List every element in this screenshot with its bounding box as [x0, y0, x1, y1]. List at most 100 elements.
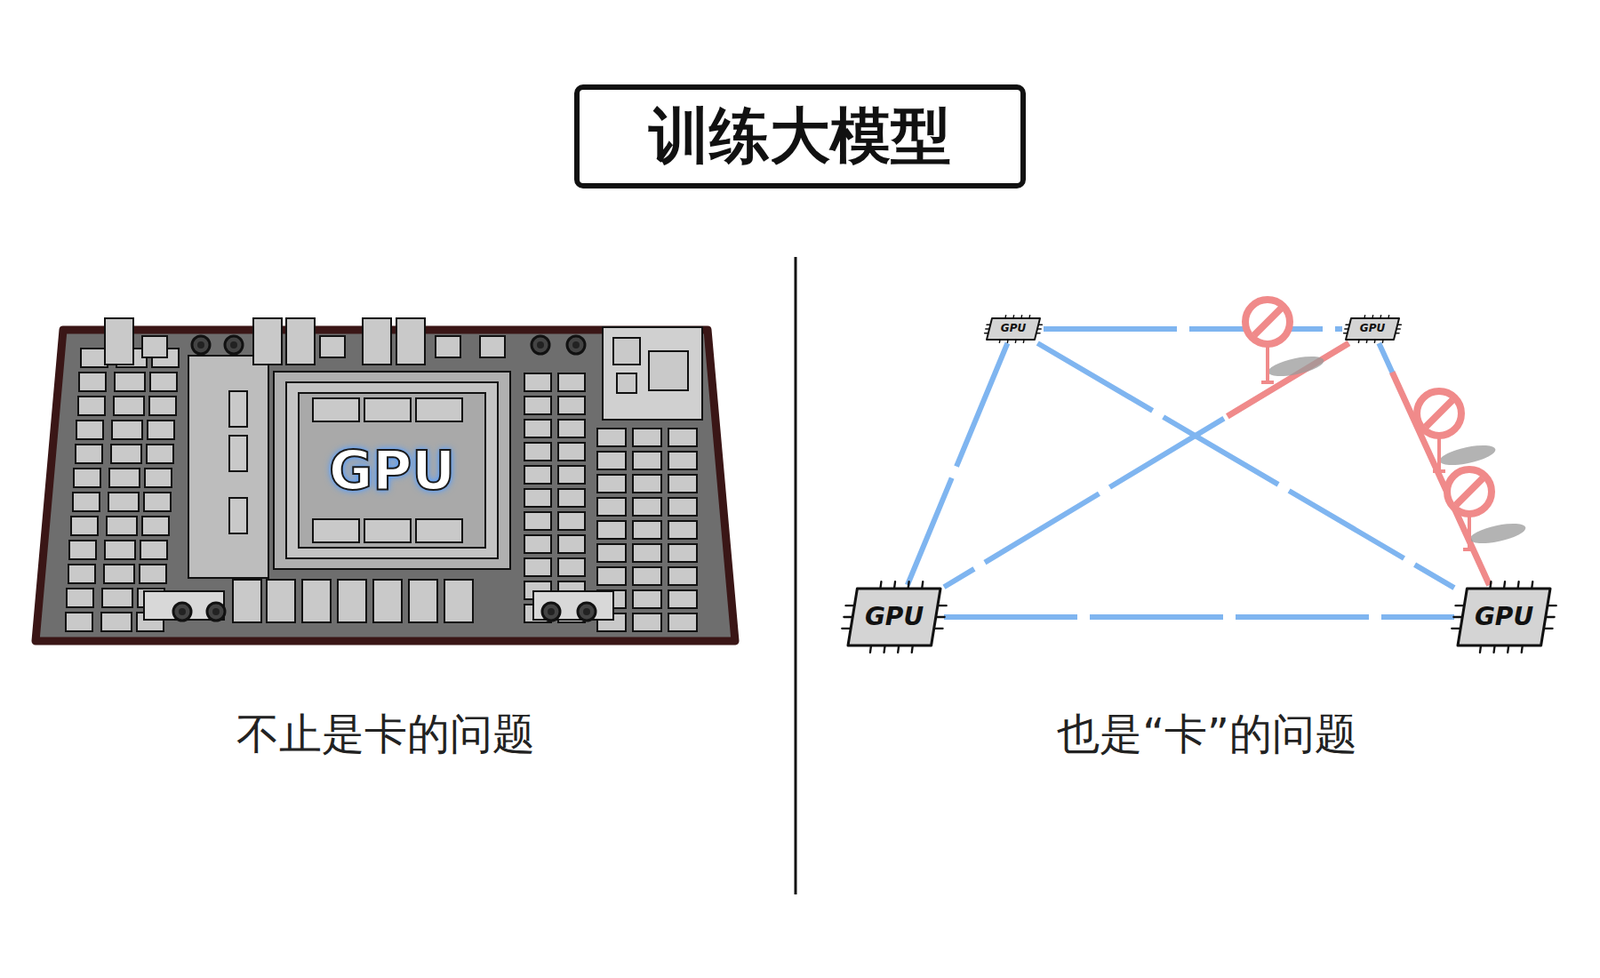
board-component [524, 488, 552, 507]
board-component [312, 398, 360, 422]
board-screw [567, 336, 585, 354]
board-component [632, 474, 662, 493]
board-component [597, 520, 626, 539]
board-component [75, 444, 103, 464]
stop-sign [1245, 299, 1326, 383]
board-component [648, 351, 688, 391]
chip-text: GPU [1474, 603, 1534, 632]
caption-text: 也是“卡”的问题 [1056, 708, 1358, 760]
board-component [480, 336, 505, 358]
chip-text: GPU [1000, 322, 1026, 335]
board-component [104, 540, 136, 560]
board-component [416, 519, 463, 543]
caption-text: 不止是卡的问题 [236, 708, 536, 760]
blocked-segment [1227, 343, 1350, 416]
chip-text: GPU [328, 440, 456, 500]
board-component [444, 579, 473, 623]
board-component [524, 535, 552, 553]
link-line [1378, 343, 1489, 585]
board-screw [178, 608, 186, 616]
board-component [286, 318, 315, 365]
board-component [65, 612, 93, 632]
board-component [80, 348, 108, 368]
board-component [149, 396, 176, 416]
gpu-chip: GPU [848, 588, 941, 646]
link-line [907, 343, 1008, 585]
board-component [524, 396, 552, 415]
board-screw [207, 602, 225, 621]
board-screw [577, 602, 596, 621]
title-text: 训练大模型 [648, 103, 952, 170]
board-component [597, 474, 626, 493]
board-component [68, 564, 96, 584]
board-components [65, 318, 703, 632]
board-component [632, 613, 662, 632]
board-component [396, 318, 425, 365]
link-line [944, 343, 1349, 587]
board-component [435, 336, 461, 358]
board-component [558, 396, 585, 415]
board-component [558, 535, 585, 553]
board-component [668, 428, 697, 447]
board-component [112, 420, 143, 440]
board-component [408, 579, 438, 623]
board-component [144, 492, 171, 512]
stop-sign [1447, 469, 1528, 550]
board-component [229, 435, 248, 472]
board-component [337, 579, 367, 623]
board-component [78, 396, 105, 416]
board-component [146, 444, 174, 464]
board-screw [197, 341, 205, 349]
board-component [597, 544, 626, 562]
gpu-chip: GPU [986, 318, 1040, 340]
board-component [668, 451, 697, 470]
board-component [150, 372, 177, 392]
board-component [101, 612, 132, 632]
chip-text: GPU [864, 603, 924, 632]
gpu-chip: GPU [1457, 588, 1551, 646]
board-component [533, 591, 614, 620]
board-component [524, 373, 552, 392]
board-component [144, 468, 172, 488]
board-component [632, 590, 662, 608]
board-component [113, 396, 144, 416]
board-component [302, 579, 331, 623]
gpu-chip: GPU [1345, 318, 1400, 340]
board-component [114, 372, 145, 392]
board-component [286, 382, 498, 559]
board-component [524, 512, 552, 530]
board-component [632, 451, 662, 470]
board-component [668, 613, 697, 632]
board-component [632, 520, 662, 539]
board-component [71, 516, 98, 536]
chip-text: GPU [1360, 322, 1385, 335]
link-line [944, 614, 1455, 620]
board-component [102, 588, 133, 608]
board-component [142, 516, 169, 536]
board-component [602, 327, 703, 420]
board-component [312, 519, 360, 543]
gpu-chip-label: GPU [321, 434, 463, 506]
board-component [632, 497, 662, 516]
board-component [558, 488, 585, 507]
board-component [229, 497, 248, 534]
board-component [273, 371, 511, 569]
divider-line [794, 256, 798, 895]
board-component [558, 512, 585, 530]
board-component [668, 544, 697, 562]
board-component [668, 474, 697, 493]
board-component [73, 468, 101, 488]
board-component [109, 468, 140, 488]
board-screw [583, 608, 591, 616]
board-component [144, 591, 224, 620]
board-screw [572, 341, 580, 349]
board-component [597, 428, 626, 447]
board-component [320, 336, 345, 358]
board-component [524, 442, 552, 461]
board-component [298, 392, 486, 548]
board-component [558, 558, 585, 576]
title-box: 训练大模型 [574, 84, 1026, 189]
board-component [188, 355, 269, 578]
board-screw [212, 608, 220, 616]
